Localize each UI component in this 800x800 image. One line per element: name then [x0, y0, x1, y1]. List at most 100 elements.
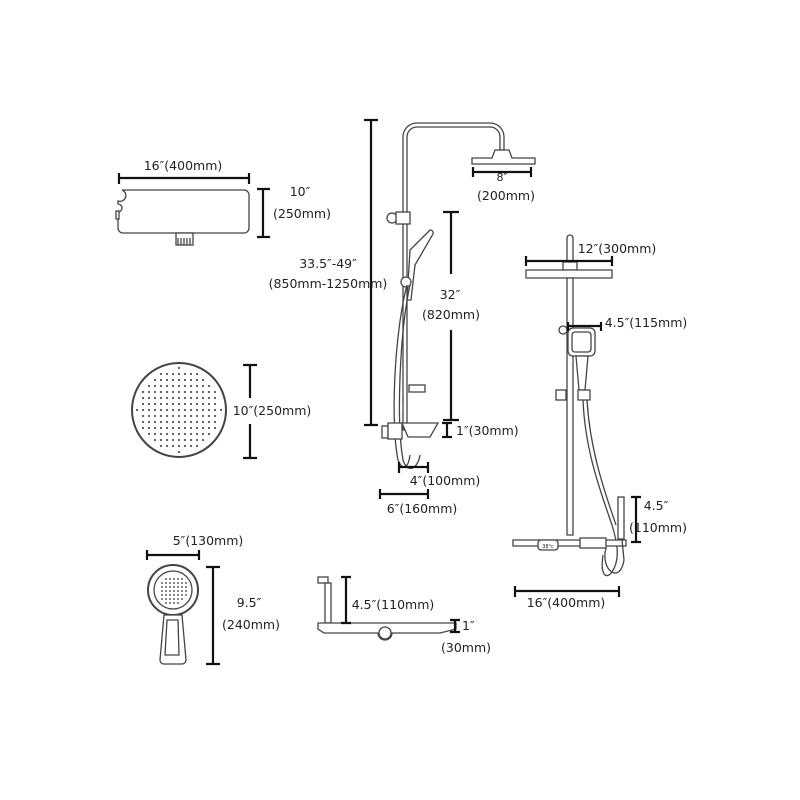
nozzle-dot [202, 427, 204, 429]
nozzle-dot [160, 409, 162, 411]
nozzle-dot [178, 385, 180, 387]
nozzle-dot [196, 421, 198, 423]
nozzle-dot [166, 409, 168, 411]
nozzle-dot [165, 598, 167, 600]
nozzle-dot [184, 409, 186, 411]
nozzle-dot [172, 445, 174, 447]
nozzle-dot [178, 433, 180, 435]
handheld-nozzles [161, 578, 187, 604]
nozzle-dot [160, 373, 162, 375]
nozzle-dot [196, 379, 198, 381]
head-size-in-label: 8″ [496, 171, 507, 184]
nozzle-dot [160, 421, 162, 423]
nozzle-dot [160, 391, 162, 393]
nozzle-dot [154, 415, 156, 417]
nozzle-dot [196, 433, 198, 435]
nozzle-dot [208, 391, 210, 393]
nozzle-dot [190, 433, 192, 435]
height-range-mm-label: (850mm-1250mm) [269, 276, 388, 291]
nozzle-dot [173, 590, 175, 592]
nozzle-dot [202, 391, 204, 393]
nozzle-dot [169, 578, 171, 580]
nozzle-dot [148, 391, 150, 393]
nozzle-dot [161, 590, 163, 592]
nozzle-dot [190, 409, 192, 411]
nozzle-dot [181, 578, 183, 580]
nozzle-dot [173, 594, 175, 596]
nozzle-dot [178, 367, 180, 369]
nozzle-dot [178, 373, 180, 375]
nozzle-dot [181, 582, 183, 584]
nozzle-dot [172, 397, 174, 399]
slide-bar-in-label: 32″ [440, 287, 461, 302]
nozzle-dot [184, 391, 186, 393]
nozzle-dot [214, 397, 216, 399]
nozzle-dot [166, 415, 168, 417]
nozzle-dot [202, 385, 204, 387]
nozzle-dot [178, 445, 180, 447]
nozzle-dot [154, 385, 156, 387]
nozzle-dot [165, 586, 167, 588]
nozzle-dot [178, 409, 180, 411]
nozzle-dot [208, 415, 210, 417]
nozzle-dot [172, 403, 174, 405]
spout-in-label: 4.5″ [644, 498, 669, 513]
nozzle-dot [190, 373, 192, 375]
nozzle-dot [161, 594, 163, 596]
nozzle-dot [202, 421, 204, 423]
nozzle-dot [202, 397, 204, 399]
nozzle-dot [178, 403, 180, 405]
nozzle-dot [161, 582, 163, 584]
nozzle-dot [177, 582, 179, 584]
nozzle-dot [165, 602, 167, 604]
nozzle-dot [142, 403, 144, 405]
nozzle-dot [214, 403, 216, 405]
nozzle-dot [184, 397, 186, 399]
nozzle-dot [190, 397, 192, 399]
shelf-width-label: 16″(400mm) [144, 158, 223, 173]
nozzle-dot [181, 586, 183, 588]
nozzle-dot [160, 427, 162, 429]
nozzle-dot [178, 397, 180, 399]
slide-bar-mm-label: (820mm) [422, 307, 480, 322]
nozzle-dot [154, 439, 156, 441]
nozzle-dot [185, 594, 187, 596]
nozzle-dot [184, 403, 186, 405]
display-readout: 38°c [542, 544, 554, 550]
nozzle-dot [172, 379, 174, 381]
nozzle-dot [142, 397, 144, 399]
nozzle-dot [190, 391, 192, 393]
nozzle-dot [148, 421, 150, 423]
handheld-length-mm-label: (240mm) [222, 617, 280, 632]
nozzle-dot [160, 397, 162, 399]
nozzle-dot [160, 433, 162, 435]
nozzle-dot [142, 421, 144, 423]
nozzle-dot [172, 433, 174, 435]
nozzle-dot [208, 403, 210, 405]
nozzle-dot [173, 602, 175, 604]
nozzle-dot [177, 586, 179, 588]
nozzle-dot [173, 582, 175, 584]
nozzle-dot [178, 427, 180, 429]
spout-mm-label: (110mm) [629, 520, 687, 535]
nozzle-dot [184, 379, 186, 381]
offset-100-label: 4″(100mm) [410, 473, 481, 488]
nozzle-dot [160, 385, 162, 387]
nozzle-dot [166, 379, 168, 381]
nozzle-dot [173, 586, 175, 588]
nozzle-dot [190, 403, 192, 405]
nozzle-dot [196, 385, 198, 387]
nozzle-dot [196, 439, 198, 441]
nozzle-dot [166, 439, 168, 441]
shelf-side-view: 4.5″(110mm) 1″ (30mm) [317, 575, 491, 655]
nozzle-dot [166, 373, 168, 375]
shelf-depth-in-label: 10″ [290, 184, 311, 199]
rain-head-diameter-label: 10″(250mm) [233, 403, 312, 418]
shower-front-view: 38°c 12″(300mm) 4.5″(115mm) 4.5″ (110mm)… [512, 234, 687, 610]
nozzle-dot [154, 433, 156, 435]
nozzle-dot [166, 433, 168, 435]
nozzle-dot [178, 415, 180, 417]
nozzle-dot [214, 409, 216, 411]
nozzle-dot [190, 379, 192, 381]
nozzle-dot [184, 385, 186, 387]
